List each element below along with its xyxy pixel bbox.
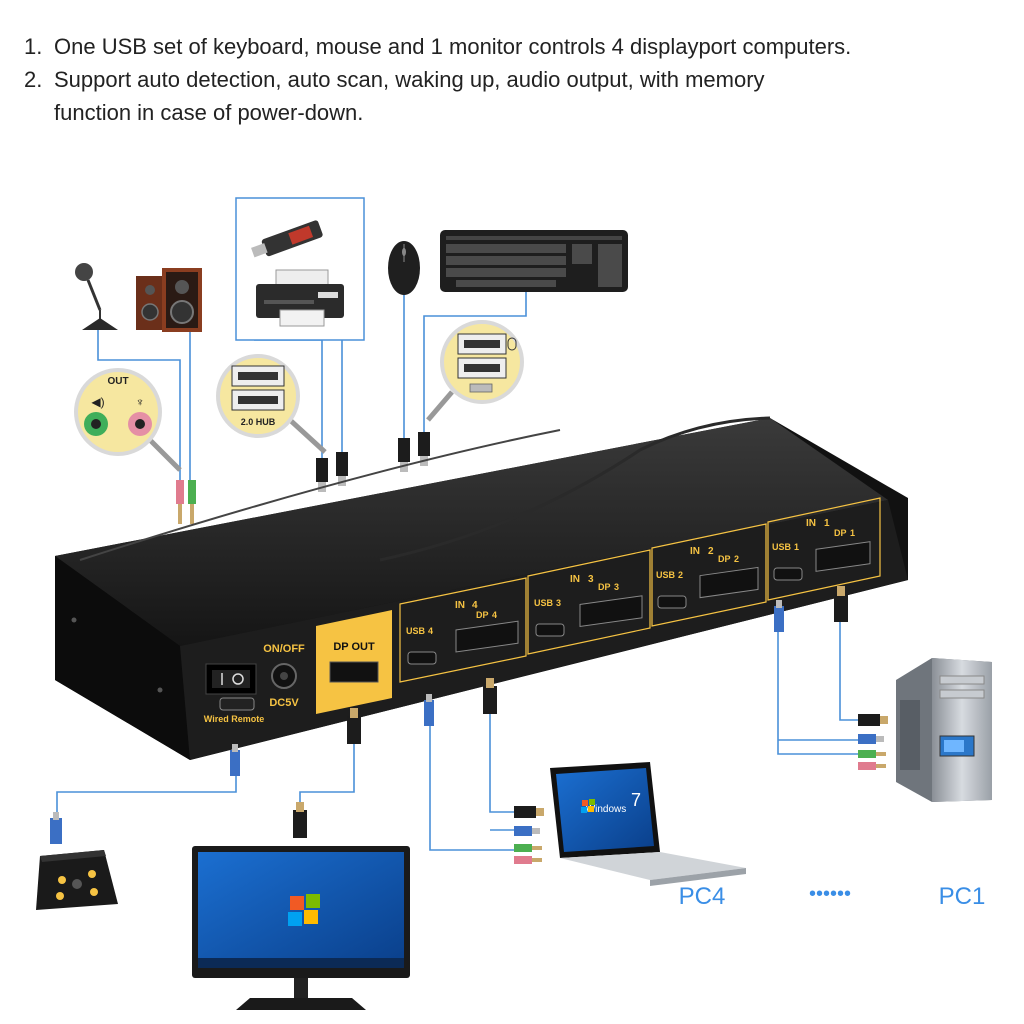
input-port-group-4: IN 4 USB 4 DP 4 <box>399 577 527 683</box>
input-port-group-2: IN 2 USB 2 DP 2 <box>651 523 767 627</box>
dp-label: DP <box>476 610 489 620</box>
in-number: 4 <box>472 600 478 611</box>
laptop-icon: Windows 7 <box>550 762 746 886</box>
feature-item-1: 1. One USB set of keyboard, mouse and 1 m… <box>24 30 851 63</box>
kvm-switch-box <box>55 416 908 760</box>
usb-hub-label: 2.0 HUB <box>241 417 276 427</box>
laptop-os-version: 7 <box>631 790 641 810</box>
dp-number: 1 <box>850 528 855 538</box>
monitor-icon <box>192 846 410 1010</box>
feature-number: 2. <box>24 67 43 92</box>
dc5v-label: DC5V <box>269 697 299 709</box>
dp-number: 3 <box>614 582 619 592</box>
tower-pc-icon <box>896 658 992 802</box>
usb-label: USB <box>534 598 554 608</box>
feature-text-continued: function in case of power-down. <box>54 100 364 125</box>
wired-remote-control-icon <box>36 850 118 910</box>
pc1-plugs <box>858 714 888 770</box>
dp-number: 2 <box>734 554 739 564</box>
dp-number: 4 <box>492 610 497 620</box>
in-number: 2 <box>708 546 714 557</box>
keyboard-icon <box>440 230 628 292</box>
dp-label: DP <box>834 528 847 538</box>
cable-lines <box>56 290 858 851</box>
usb-flash-drive-icon <box>251 220 323 258</box>
pc1-label: PC1 <box>939 883 986 910</box>
dp-label: DP <box>718 554 731 564</box>
ellipsis-dots: •••••• <box>809 883 851 905</box>
audio-ports-callout: OUT ◀) ♆ <box>74 368 182 472</box>
feature-text: Support auto detection, auto scan, wakin… <box>54 67 765 92</box>
dp-out-label: DP OUT <box>333 641 375 653</box>
pc4-plugs <box>514 806 544 864</box>
feature-item-2: 2. Support auto detection, auto scan, wak… <box>24 63 765 129</box>
audio-out-label: OUT <box>107 376 128 387</box>
usb-hub-callout: 2.0 HUB <box>216 354 327 454</box>
speaker-icon: ◀) <box>91 395 104 409</box>
usb-label: USB <box>772 542 792 552</box>
usb-number: 3 <box>556 598 561 608</box>
usb-label: USB <box>406 626 426 636</box>
usb-number: 4 <box>428 626 433 636</box>
in-label: IN <box>690 546 700 557</box>
in-label: IN <box>806 518 816 529</box>
usb-plugs <box>316 432 430 492</box>
keyboard-mouse-usb-callout <box>426 320 524 422</box>
feature-text: One USB set of keyboard, mouse and 1 mon… <box>54 34 852 59</box>
front-panel-left: Wired Remote ON/OFF DC5V <box>204 643 305 724</box>
pc4-label: PC4 <box>679 883 726 910</box>
dp-label: DP <box>598 582 611 592</box>
in-number: 1 <box>824 518 830 529</box>
dp-out-port: DP OUT <box>316 610 392 714</box>
mouse-icon <box>388 241 420 295</box>
audio-plugs <box>176 480 196 524</box>
printer-icon <box>256 269 344 327</box>
mic-icon: ♆ <box>136 395 145 409</box>
laptop-os-label: Windows <box>586 804 627 815</box>
wired-remote-label: Wired Remote <box>204 714 264 724</box>
input-port-group-1: IN 1 USB 1 DP 1 <box>767 497 881 601</box>
usb-label: USB <box>656 570 676 580</box>
usb-number: 2 <box>678 570 683 580</box>
on-off-label: ON/OFF <box>263 643 305 655</box>
input-port-group-3: IN 3 USB 3 DP 3 <box>527 549 651 655</box>
in-number: 3 <box>588 574 594 585</box>
usb-number: 1 <box>794 542 799 552</box>
speakers-icon <box>136 268 202 332</box>
in-label: IN <box>455 600 465 611</box>
microphone-icon <box>75 263 118 330</box>
feature-number: 1. <box>24 34 43 59</box>
in-label: IN <box>570 574 580 585</box>
bottom-plugs <box>50 586 848 844</box>
